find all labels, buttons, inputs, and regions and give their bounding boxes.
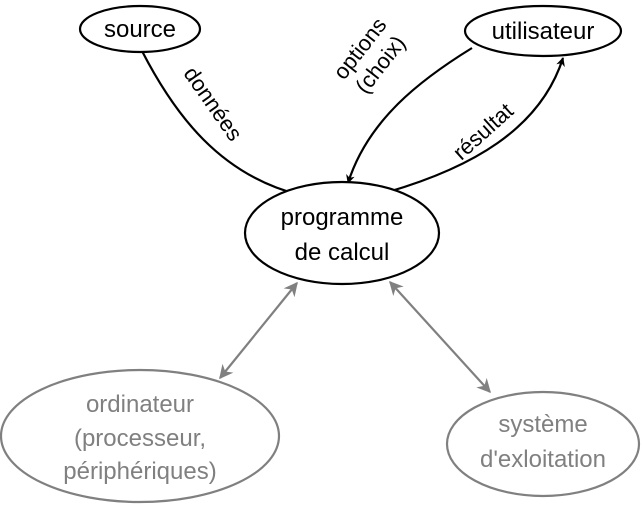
node-ordinateur-ellipse [0,368,281,504]
node-utilisateur-ellipse [463,4,623,58]
node-programme-line1: programme [281,204,404,231]
node-utilisateur-label: utilisateur [492,18,595,45]
node-programme-ellipse [243,180,441,286]
node-ordinateur: ordinateur (processeur, périphériques) [0,368,281,504]
edge-resultat-label: résultat [448,98,518,165]
node-systeme-ellipse [445,390,641,498]
node-systeme-line2: d'exloitation [480,446,606,473]
edge-ordinateur-programme [219,281,298,380]
node-ordinateur-line1: ordinateur [86,391,194,418]
node-source: source [78,4,202,54]
node-ordinateur-line2: (processeur, [74,425,206,452]
edge-donnees-label: données [179,62,248,145]
node-source-label: source [104,16,176,43]
edge-options-curve [346,47,473,184]
edge-options-label: options (choix) [328,13,410,98]
node-systeme: système d'exloitation [445,390,641,498]
edge-resultat-curve [387,57,565,194]
node-programme: programme de calcul [243,180,441,286]
node-systeme-line1: système [498,411,587,438]
node-programme-line2: de calcul [295,239,390,266]
node-source-ellipse [78,4,202,54]
node-ordinateur-line3: périphériques) [63,458,216,485]
edge-donnees-curve [141,50,301,197]
node-utilisateur: utilisateur [463,4,623,58]
edge-systeme-programme [389,280,491,394]
